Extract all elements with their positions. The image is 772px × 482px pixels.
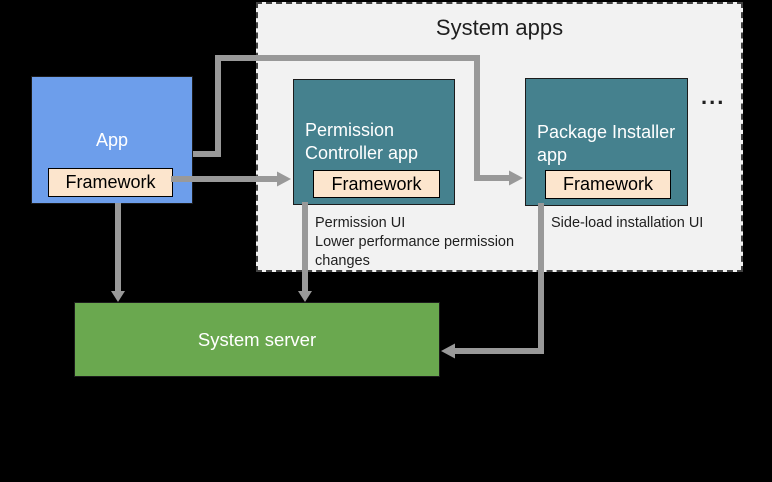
permission-controller-framework-box: Framework [313, 170, 440, 198]
permission-controller-app-box: Permission Controller app Framework [293, 79, 455, 205]
permission-controller-note-line1: Permission UI [315, 215, 406, 231]
package-installer-note: Side-load installation UI [551, 215, 704, 231]
permission-controller-note: Permission UI Lower performance permissi… [315, 214, 520, 271]
package-installer-framework-box: Framework [545, 170, 671, 199]
system-server-title: System server [197, 328, 317, 350]
app-box: App Framework [31, 76, 193, 204]
arrowhead-app-into-system-server [111, 291, 125, 302]
package-installer-app-box: Package Installer app Framework [525, 78, 688, 206]
arrowhead-into-system-server-right [441, 343, 455, 359]
more-system-apps-ellipsis: ... [701, 84, 726, 109]
system-server-box: System server [74, 302, 440, 377]
package-installer-app-title: Package Installer app [537, 122, 676, 165]
permission-controller-app-title: Permission Controller app [305, 120, 419, 163]
app-title: App [95, 130, 129, 150]
app-framework-box: Framework [48, 168, 173, 197]
system-apps-title: System apps [435, 15, 564, 40]
system-apps-container: System apps Permission Controller app Fr… [256, 2, 743, 272]
permission-controller-note-line2: Lower performance permission changes [315, 234, 515, 269]
arrowhead-permission-controller-into-system-server [298, 291, 312, 302]
